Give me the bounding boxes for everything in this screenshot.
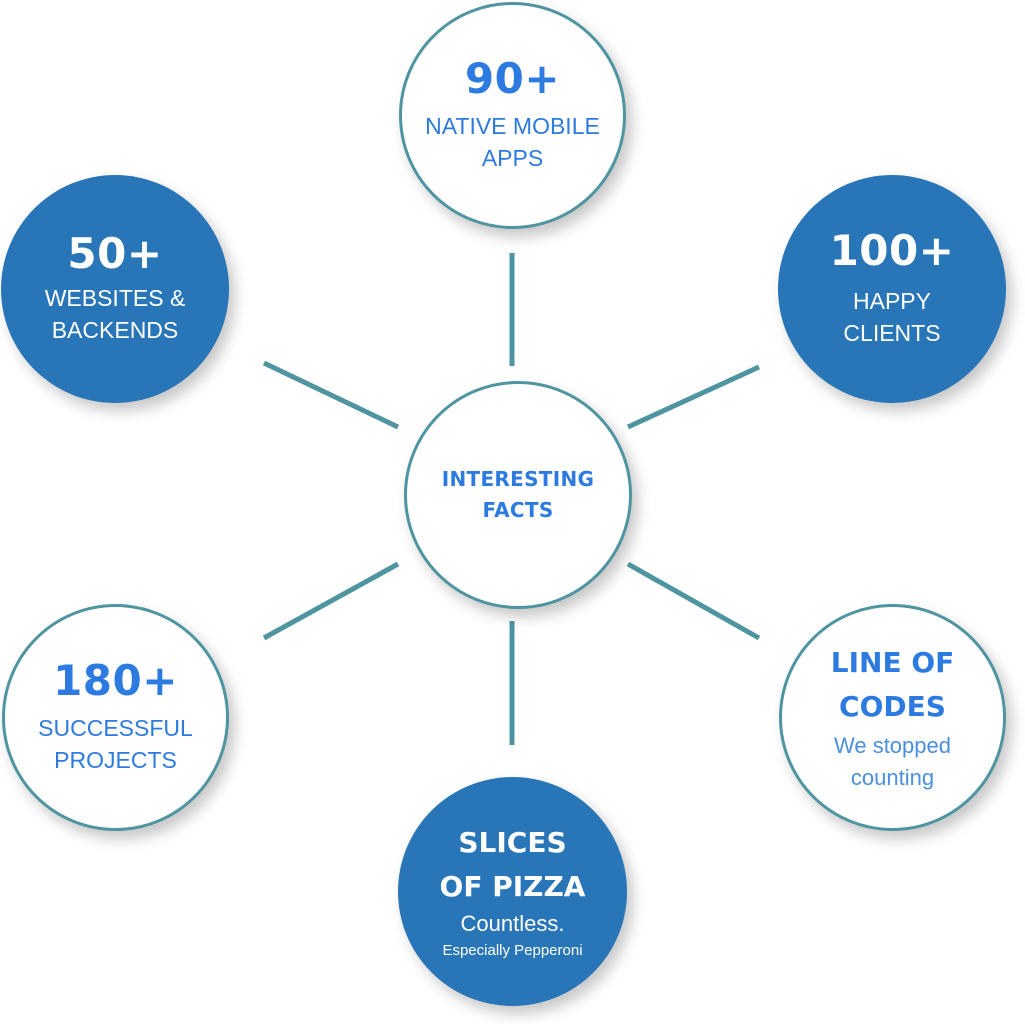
pizza-sub-line1: Countless.	[460, 910, 565, 936]
projects-count: 180+	[53, 656, 178, 706]
fact-websites-backends: 50+ WEBSITES & BACKENDS	[1, 175, 229, 403]
clients-count: 100+	[829, 225, 955, 275]
pizza-heading-line2: OF PIZZA	[439, 869, 586, 903]
apps-label-line2: APPS	[481, 144, 544, 171]
fact-successful-projects: 180+ SUCCESSFUL PROJECTS	[2, 604, 229, 831]
connector-upper-left	[262, 360, 400, 430]
pizza-sub-line2: Especially Pepperoni	[442, 941, 583, 959]
websites-label-line2: BACKENDS	[51, 317, 179, 344]
apps-count: 90+	[464, 54, 561, 104]
center-title-line2: FACTS	[482, 498, 554, 522]
center-interesting-facts: INTERESTING FACTS	[404, 381, 632, 609]
center-title-line1: INTERESTING	[441, 467, 595, 491]
fact-slices-of-pizza: SLICES OF PIZZA Countless. Especially Pe…	[398, 777, 627, 1006]
clients-label-line1: HAPPY	[853, 288, 931, 315]
codes-heading-line2: CODES	[839, 689, 946, 723]
fact-line-of-codes: LINE OF CODES We stopped counting	[779, 604, 1006, 831]
apps-label-line1: NATIVE MOBILE	[425, 112, 600, 139]
fact-native-mobile-apps: 90+ NATIVE MOBILE APPS	[399, 2, 626, 229]
clients-label-line2: CLIENTS	[843, 320, 941, 347]
websites-count: 50+	[67, 228, 163, 278]
projects-label-line2: PROJECTS	[54, 746, 177, 773]
pizza-heading-line1: SLICES	[458, 826, 567, 860]
projects-label-line1: SUCCESSFUL	[38, 714, 193, 741]
codes-sub-line1: We stopped	[833, 732, 951, 758]
fact-happy-clients: 100+ HAPPY CLIENTS	[778, 175, 1006, 403]
websites-label-line1: WEBSITES &	[44, 285, 186, 312]
connector-lower-left	[262, 561, 400, 641]
connector-upper-right	[626, 364, 761, 430]
connector-lower-right	[626, 561, 761, 641]
codes-sub-line2: counting	[850, 764, 935, 790]
codes-heading-line1: LINE OF	[830, 646, 955, 680]
